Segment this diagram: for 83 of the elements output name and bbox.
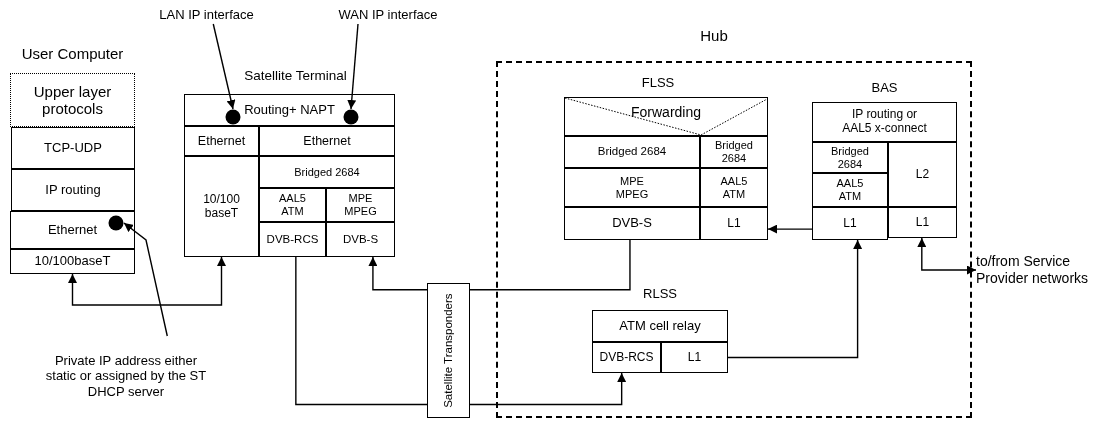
- layer-label: DVB-S: [612, 216, 652, 231]
- layer-label: 10/100 baseT: [202, 192, 241, 221]
- protocol-layer: [259, 156, 395, 188]
- protocol-layer: [10, 73, 135, 127]
- callout-label: WAN IP interface: [338, 7, 438, 23]
- layer-label: AAL5 ATM: [278, 192, 307, 218]
- layer-label: ATM cell relay: [619, 318, 701, 334]
- link-line: [295, 256, 428, 406]
- layer-label: Bridged 2684: [830, 144, 870, 171]
- layer-label: TCP-UDP: [44, 140, 102, 156]
- protocol-layer: [700, 207, 768, 240]
- arrow: [727, 239, 863, 359]
- protocol-layer: [564, 97, 768, 136]
- protocol-layer: [812, 142, 888, 173]
- protocol-layer: [259, 188, 326, 222]
- protocol-layer: [592, 310, 728, 342]
- layer-label: Bridged 2684: [714, 139, 754, 165]
- stack-title: Satellite Terminal: [243, 68, 348, 83]
- stack-title: RLSS: [642, 286, 678, 301]
- stack-title: BAS: [870, 80, 899, 95]
- link-line: [469, 239, 631, 291]
- protocol-layer: [564, 136, 700, 168]
- arrow: [368, 256, 428, 291]
- annotation-text: Private IP address either static or assigned by the ST DHCP server: [44, 352, 208, 400]
- protocol-layer: [184, 94, 395, 126]
- arrow: [68, 256, 226, 306]
- layer-label: MPE MPEG: [614, 174, 650, 201]
- protocol-layer: [812, 173, 888, 207]
- layer-label: L1: [843, 216, 857, 231]
- protocol-layer: [661, 342, 728, 373]
- layer-label: Bridged 2684: [597, 145, 667, 159]
- protocol-layer: [812, 207, 888, 240]
- protocol-layer: [184, 126, 259, 156]
- layer-label: AAL5 ATM: [719, 174, 749, 201]
- layer-label: IP routing: [45, 182, 101, 198]
- callout-label: LAN IP interface: [159, 7, 254, 23]
- layer-label: L1: [915, 215, 930, 230]
- arrow: [347, 23, 359, 110]
- transponder-box: [427, 283, 470, 418]
- protocol-layer: [259, 222, 326, 257]
- layer-label: DVB-RCS: [266, 232, 319, 247]
- layer-label: L1: [727, 216, 741, 231]
- protocol-layer: [700, 136, 768, 168]
- layer-label: DVB-RCS: [599, 350, 654, 365]
- layer-label: IP routing or AAL5 x-connect: [841, 108, 928, 136]
- protocol-layer: [592, 342, 661, 373]
- network-label: to/from Service Provider networks: [976, 253, 1090, 287]
- arrow: [917, 237, 977, 275]
- arrow: [767, 224, 813, 234]
- protocol-layer: [10, 211, 135, 249]
- stack-title: User Computer: [20, 45, 125, 62]
- protocol-layer: [11, 127, 135, 169]
- stack-title: FLSS: [640, 75, 676, 90]
- layer-label: Bridged 2684: [294, 165, 360, 179]
- layer-label: AAL5 ATM: [835, 177, 865, 203]
- layer-label: Ethernet: [47, 222, 98, 238]
- layer-label: Ethernet: [303, 133, 351, 149]
- arrow: [469, 372, 627, 406]
- stack-title: Hub: [699, 27, 729, 44]
- arrow: [212, 23, 236, 110]
- layer-label: Upper layer protocols: [32, 82, 113, 118]
- layer-label: MPE MPEG: [343, 192, 378, 218]
- layer-label: Forwarding: [631, 104, 701, 121]
- protocol-layer: [259, 126, 395, 156]
- protocol-layer: [326, 188, 395, 222]
- protocol-layer: [326, 222, 395, 257]
- protocol-layer: [11, 169, 135, 211]
- layer-label: L1: [687, 350, 702, 365]
- protocol-layer: [888, 142, 957, 207]
- layer-label: 10/100baseT: [34, 254, 111, 269]
- layer-label: Ethernet: [197, 133, 246, 149]
- protocol-layer: [812, 102, 957, 142]
- protocol-layer: [700, 168, 768, 207]
- protocol-layer: [10, 249, 135, 274]
- layer-label: L2: [915, 167, 930, 182]
- layer-label: DVB-S: [342, 232, 379, 247]
- transponder-label: Satellite Transponders: [441, 293, 455, 408]
- arrow: [123, 222, 168, 337]
- protocol-layer: [564, 168, 700, 207]
- protocol-layer: [888, 207, 957, 238]
- layer-label: Routing+ NAPT: [244, 102, 335, 118]
- protocol-layer: [564, 207, 700, 240]
- protocol-layer: [184, 156, 259, 257]
